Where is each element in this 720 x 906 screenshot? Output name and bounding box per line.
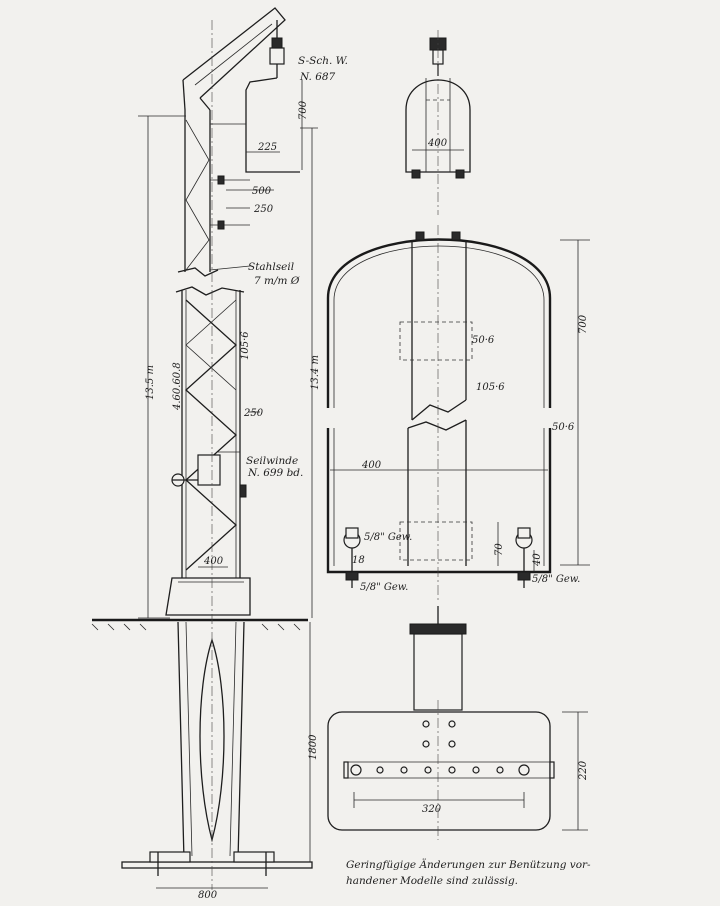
dim-220: 220	[578, 760, 589, 781]
dim-700-top: 700	[298, 100, 309, 120]
dim-400-mast: 400	[203, 556, 224, 567]
label-bolt-gew-left: 5/8" Gew.	[364, 532, 412, 543]
footnote-line-1: Geringfügige Änderungen zur Benützung vo…	[346, 857, 591, 871]
dim-70: 70	[494, 543, 505, 556]
dim-700-right: 700	[578, 314, 589, 334]
label-bolt-gew-right: 5/8" Gew.	[532, 574, 580, 585]
big-lamp-frame	[326, 225, 590, 600]
label-winch-no: N. 699 bd.	[247, 467, 303, 479]
dim-800: 800	[198, 890, 218, 901]
label-plate-right: 50·6	[552, 422, 575, 433]
dim-500: 500	[252, 186, 272, 197]
dim-250-mid: 250	[243, 408, 264, 419]
label-signal-wire-no: N. 687	[299, 71, 336, 83]
dim-400-big: 400	[361, 460, 382, 471]
dim-320: 320	[422, 804, 442, 815]
dim-400-small: 400	[427, 138, 448, 149]
dim-40: 40	[532, 553, 543, 567]
small-lamp-frame	[405, 30, 471, 215]
dim-13-5m: 13.5 m	[145, 365, 156, 400]
dim-105-6: 105·6	[240, 331, 251, 360]
mast-dimensions	[138, 80, 318, 889]
label-bolt-gew-bottom: 5/8" Gew.	[360, 582, 408, 593]
label-signal-wire: S-Sch. W.	[298, 55, 348, 67]
mast-elevation	[91, 7, 313, 890]
label-steel-rope: Stahlseil	[248, 261, 294, 273]
dim-18: 18	[352, 555, 365, 566]
label-winch: Seilwinde	[246, 455, 298, 467]
dim-profile: 4.60.60.8	[172, 362, 183, 411]
label-steel-rope-size: 7 m/m Ø	[254, 275, 300, 287]
label-flat-bar: 105·6	[476, 382, 505, 393]
dim-250-top: 250	[253, 204, 274, 215]
dim-13-4m: 13.4 m	[310, 355, 321, 390]
dim-225: 225	[257, 142, 277, 153]
footnote-line-2: handener Modelle sind zulässig.	[346, 875, 518, 887]
label-plate-left: 50·6	[472, 335, 495, 346]
dim-1800: 1800	[308, 734, 319, 760]
base-plan	[327, 606, 588, 840]
